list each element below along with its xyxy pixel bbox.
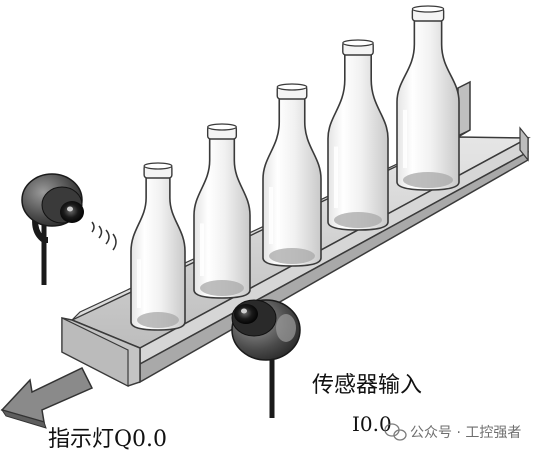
front-sensor (231, 299, 301, 418)
wechat-icon (384, 423, 407, 441)
watermark: 公众号 · 工控强者 (384, 423, 521, 441)
bottle (396, 5, 460, 191)
bottle (262, 83, 322, 267)
bottle (130, 162, 186, 331)
bottle-group (130, 5, 460, 331)
indicator-label: 指示灯Q0.0 (48, 427, 167, 452)
sensor-label: 传感器输入 (312, 373, 422, 398)
flow-arrow (0, 367, 94, 429)
watermark-text: 公众号 · 工控强者 (410, 425, 521, 441)
left-sensor (21, 173, 117, 285)
bottle (193, 123, 251, 299)
bottle (327, 39, 389, 231)
